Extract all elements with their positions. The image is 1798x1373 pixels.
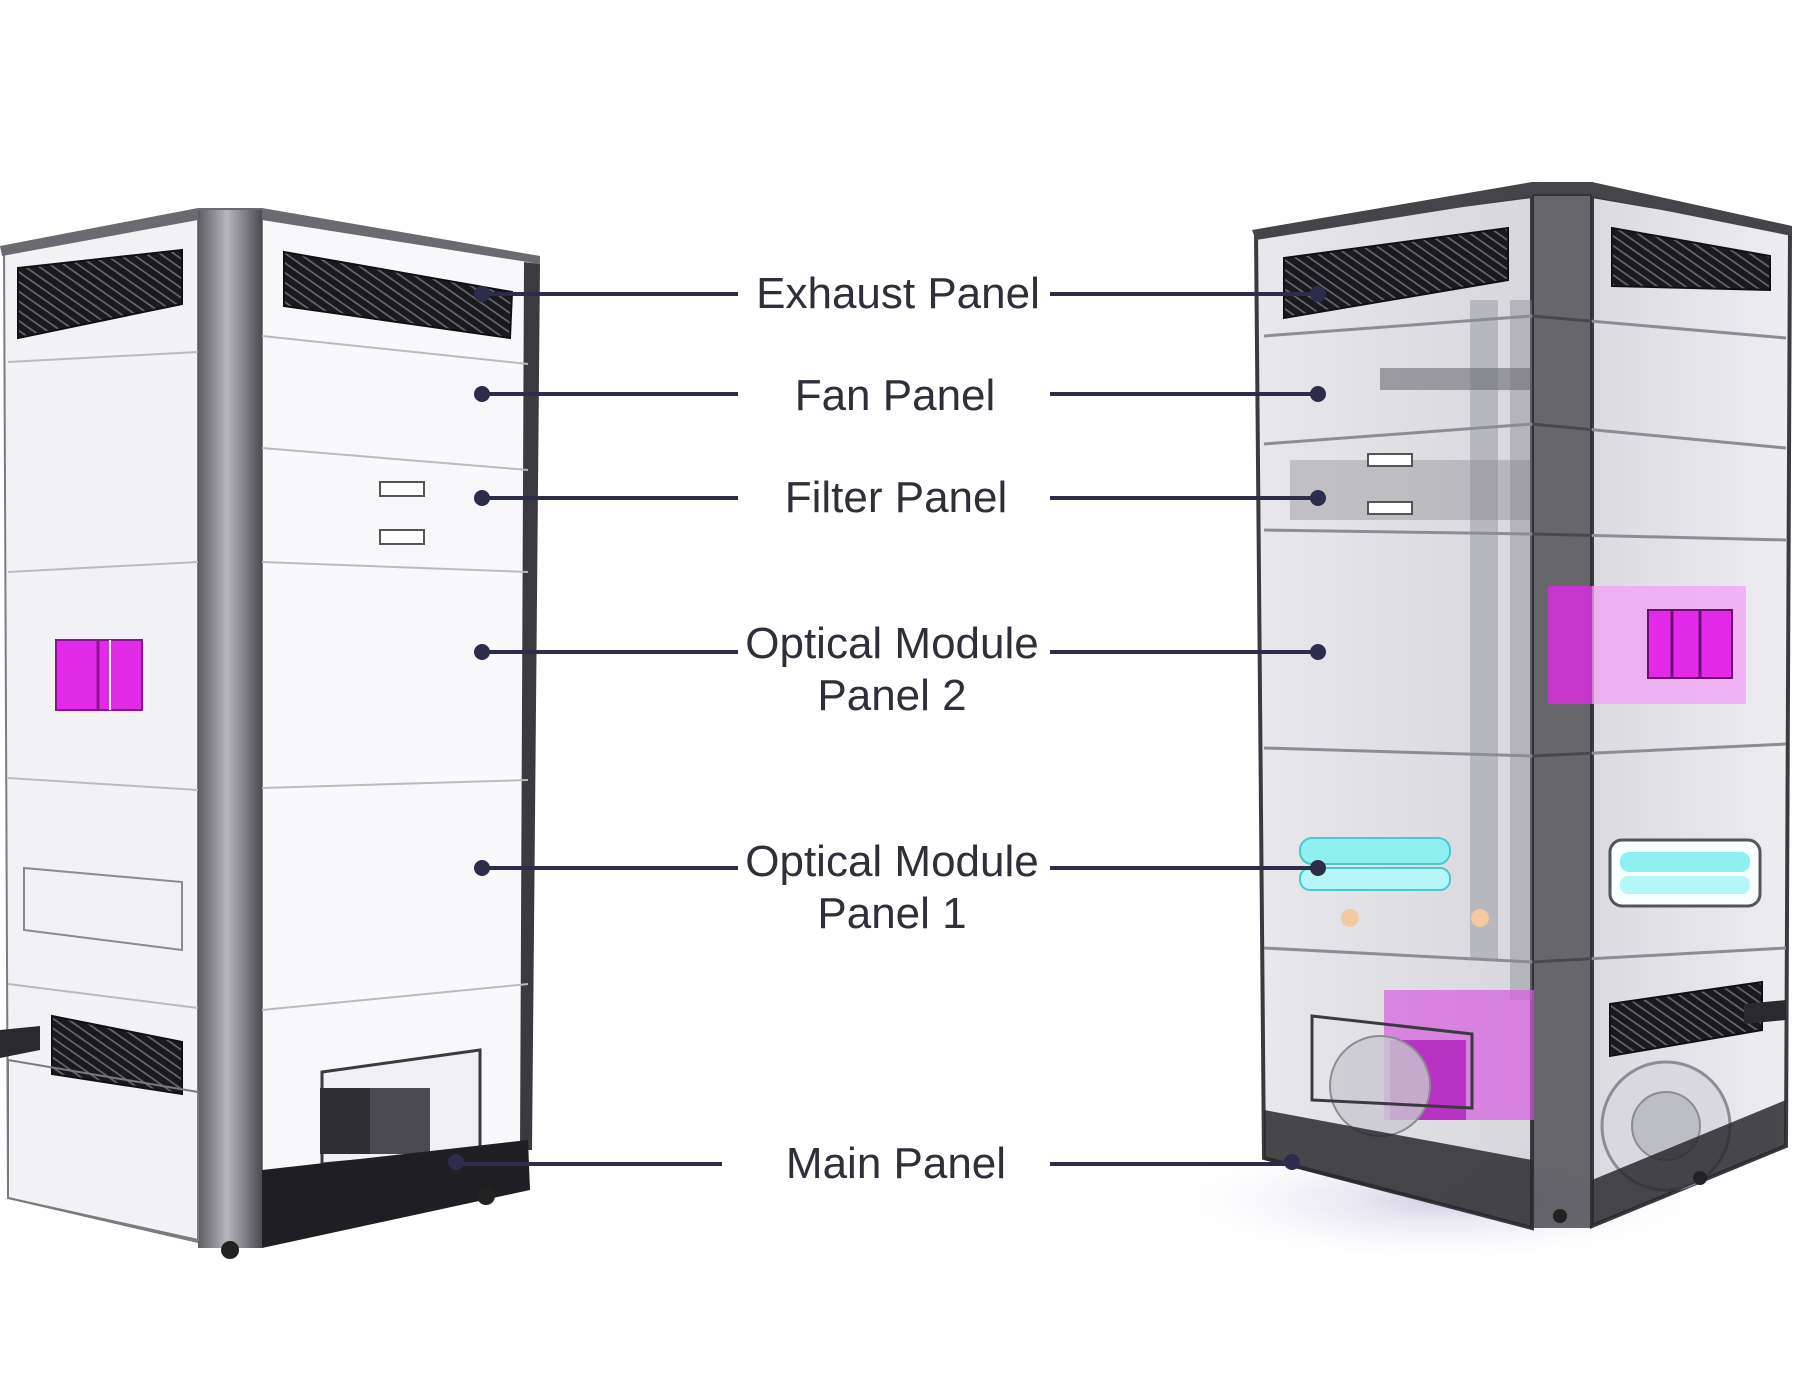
left-unit-seams-right xyxy=(261,335,529,1011)
label-optical2-line2: Panel 2 xyxy=(817,671,967,720)
right-unit-uv-lamp-left xyxy=(1299,837,1451,865)
left-unit-seams-left xyxy=(7,351,199,1009)
label-filter-panel: Filter Panel xyxy=(726,472,1066,524)
label-exhaust-panel-text: Exhaust Panel xyxy=(756,269,1040,318)
label-main-panel-text: Main Panel xyxy=(785,1139,1007,1188)
left-unit-corner-pillar xyxy=(198,210,262,1248)
leader-optical1-left-dot xyxy=(474,860,490,876)
left-unit-base xyxy=(262,1140,530,1248)
leader-exhaust-left-dot xyxy=(474,286,490,302)
left-unit-intake-grille xyxy=(51,1014,183,1096)
right-unit-top-rim xyxy=(1252,182,1792,240)
left-unit-filter-handle-2 xyxy=(379,529,425,545)
label-fan-panel-text: Fan Panel xyxy=(794,371,996,420)
leader-optical2-right-dot xyxy=(1310,644,1326,660)
label-filter-panel-text: Filter Panel xyxy=(784,473,1008,522)
label-exhaust-panel: Exhaust Panel xyxy=(728,268,1068,320)
label-main-panel: Main Panel xyxy=(726,1138,1066,1190)
left-purifier-unit xyxy=(0,208,540,1259)
left-unit-access-recess xyxy=(23,866,183,952)
left-unit-filter-handle-1 xyxy=(379,481,425,497)
left-unit-top-rim xyxy=(0,208,540,264)
right-unit-internal-column xyxy=(1470,300,1498,960)
leader-filter-left-dot xyxy=(474,490,490,506)
right-purifier-unit xyxy=(1140,182,1793,1270)
right-unit-corner-pillar xyxy=(1532,194,1592,1228)
leader-optical1-right-dot xyxy=(1310,860,1326,876)
right-unit-exhaust-grille-left xyxy=(1283,226,1509,320)
right-unit-exhaust-grille-right xyxy=(1611,226,1771,292)
label-fan-panel: Fan Panel xyxy=(725,370,1065,422)
leader-fan-right-dot xyxy=(1310,386,1326,402)
left-unit-exhaust-grille-left xyxy=(17,248,183,340)
leader-filter-right-dot xyxy=(1310,490,1326,506)
leader-optical2-left-dot xyxy=(474,644,490,660)
leader-exhaust-right-dot xyxy=(1310,286,1326,302)
leader-lines xyxy=(448,286,1326,1170)
right-unit-intake-grille xyxy=(1609,980,1763,1058)
leader-main-left-dot xyxy=(448,1154,464,1170)
leader-main-right-dot xyxy=(1284,1154,1300,1170)
label-optical-module-panel-2: Optical Module Panel 2 xyxy=(722,618,1062,722)
left-unit-exhaust-grille-right xyxy=(283,250,514,340)
right-unit-base xyxy=(1264,1110,1532,1228)
label-optical-module-panel-1: Optical Module Panel 1 xyxy=(722,836,1062,940)
label-optical1-line1: Optical Module xyxy=(745,837,1039,886)
label-optical2-line1: Optical Module xyxy=(745,619,1039,668)
label-optical1-line2: Panel 1 xyxy=(817,889,967,938)
right-unit-uv-lamp-right xyxy=(1608,838,1762,908)
leader-fan-left-dot xyxy=(474,386,490,402)
left-unit-right-frame xyxy=(520,262,540,1150)
